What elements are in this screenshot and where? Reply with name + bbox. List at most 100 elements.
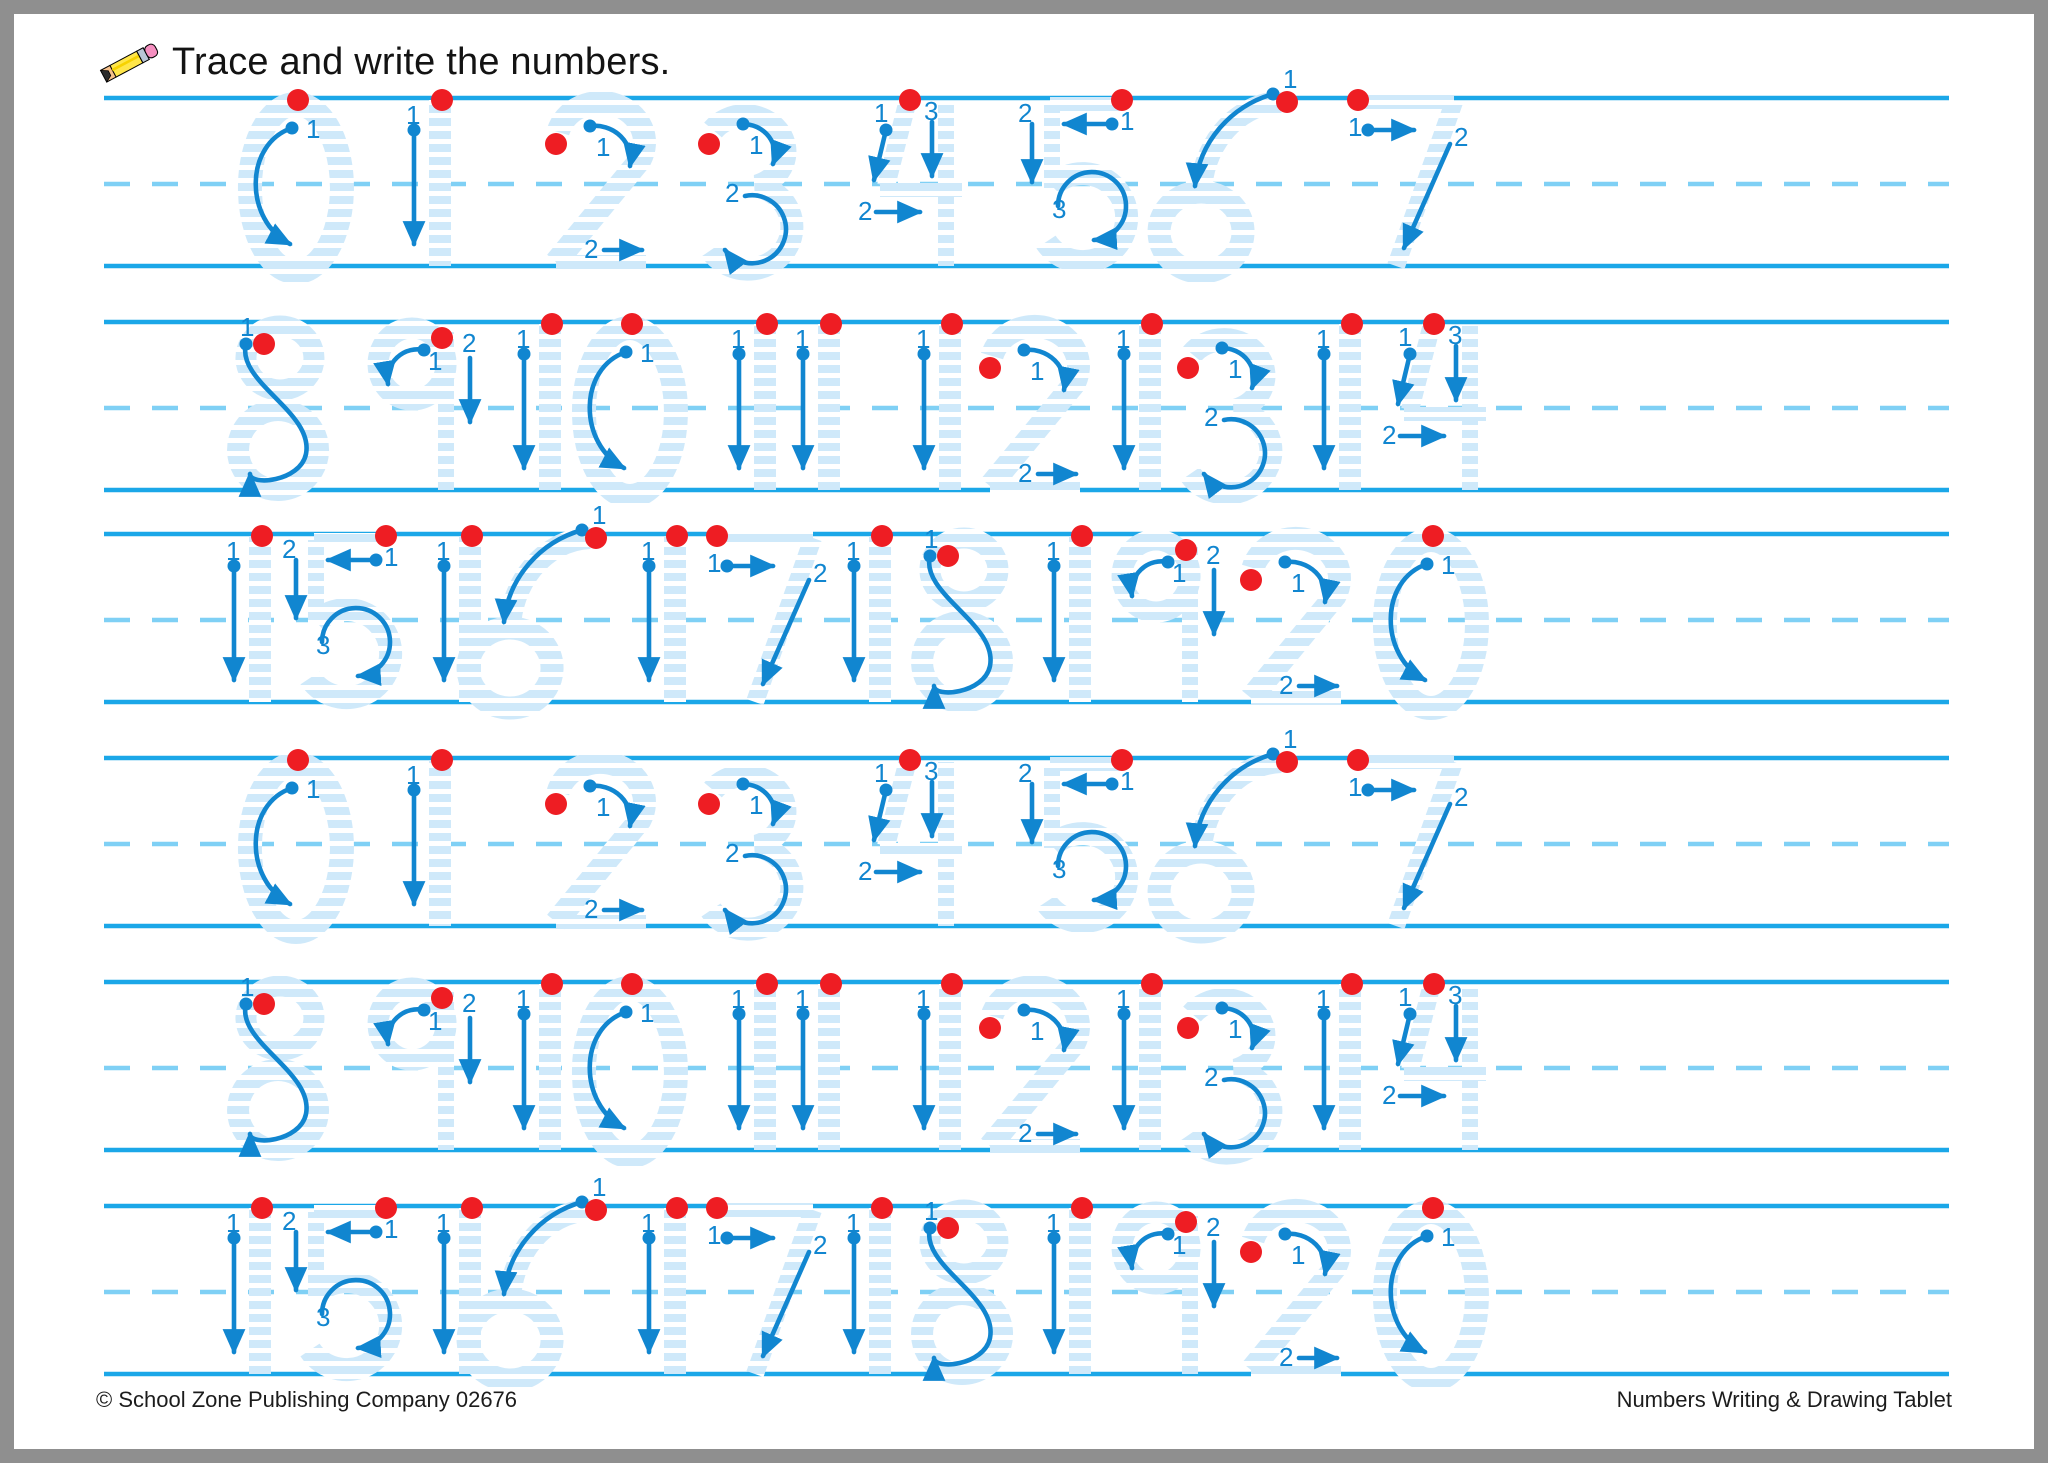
stroke-number: 1 [846,536,860,566]
number-8[interactable]: 1 [227,972,330,1161]
start-dot [666,525,688,547]
number-19[interactable]: 112 [1042,525,1226,702]
number-20[interactable]: 121 [1240,1197,1489,1392]
trace-stroke [877,97,917,189]
stroke-number: 2 [1206,540,1220,570]
stroke-number: 1 [1441,550,1455,580]
number-0[interactable]: 1 [237,89,354,284]
number-9[interactable]: 12 [367,977,482,1150]
arrow-start-dot [1117,1007,1131,1021]
number-4[interactable]: 123 [858,749,962,926]
stroke-number: 1 [731,324,745,354]
arrow-start-dot [575,523,589,537]
number-2[interactable]: 12 [545,90,656,270]
number-12[interactable]: 112 [912,973,1090,1154]
stroke-arrow [922,1225,993,1381]
number-20[interactable]: 121 [1240,525,1489,720]
stroke-arrow [760,1249,812,1359]
stroke-arrow [722,853,789,936]
stroke-number: 1 [1172,558,1186,588]
start-dot [1423,973,1445,995]
stroke-arrow [587,349,629,471]
number-13[interactable]: 112 [1112,973,1283,1165]
arrow-start-dot [1161,1227,1175,1241]
stroke-number: 1 [1283,724,1297,754]
start-dot [287,749,309,771]
number-16[interactable]: 11 [432,500,607,720]
start-dot [756,313,778,335]
arrow-start-dot [583,779,597,793]
arrow-start-dot [417,1003,431,1017]
number-0[interactable]: 1 [237,749,354,944]
number-6[interactable]: 1 [1147,64,1298,284]
number-5[interactable]: 123 [1018,89,1139,274]
stroke-number: 1 [306,114,320,144]
number-2[interactable]: 12 [545,750,656,930]
number-8[interactable]: 1 [227,312,330,501]
number-4[interactable]: 123 [858,89,962,266]
number-5[interactable]: 123 [1018,749,1139,934]
arrow-start-dot [879,783,893,797]
start-dot [585,527,607,549]
stroke-number: 1 [596,792,610,822]
footer-product: Numbers Writing & Drawing Tablet [1616,1387,1952,1412]
start-dot [820,973,842,995]
stroke-number: 1 [1116,984,1130,1014]
arrow-start-dot [417,343,431,357]
arrow-start-dot [720,559,734,573]
stroke-arrow [722,193,789,276]
number-19[interactable]: 112 [1042,1197,1226,1374]
stroke-arrow [494,527,585,625]
trace-stroke [701,104,804,281]
arrow-start-dot [1161,555,1175,569]
number-13[interactable]: 112 [1112,313,1283,505]
arrow-start-dot [437,1231,451,1245]
trace-stroke [1401,321,1441,413]
stroke-number: 3 [924,96,938,126]
start-dot [1276,751,1298,773]
number-1[interactable]: 1 [402,749,453,926]
stroke-arrow [1219,345,1271,391]
start-dot [541,313,563,335]
stroke-number: 1 [1316,324,1330,354]
number-3[interactable]: 12 [698,764,804,941]
arrow-start-dot [1317,347,1331,361]
stroke-number: 1 [1228,1014,1242,1044]
number-16[interactable]: 11 [432,1172,607,1392]
number-1[interactable]: 1 [402,89,453,266]
arrow-start-dot [732,347,746,361]
start-dot [706,1197,728,1219]
trace-stroke [227,1059,330,1161]
number-12[interactable]: 112 [912,313,1090,494]
stroke-number: 2 [584,234,598,264]
stroke-number: 2 [1018,758,1032,788]
number-6[interactable]: 1 [1147,724,1298,944]
arrow-start-dot [1047,1231,1061,1245]
start-dot [251,525,273,547]
arrow-start-dot [1403,1007,1417,1021]
number-3[interactable]: 12 [698,104,804,281]
stroke-arrow [1201,1077,1268,1160]
number-9[interactable]: 12 [367,317,482,490]
stroke-number: 2 [1018,1118,1032,1148]
stroke-arrow [1055,829,1129,910]
start-dot [461,1197,483,1219]
stroke-number: 1 [916,984,930,1014]
